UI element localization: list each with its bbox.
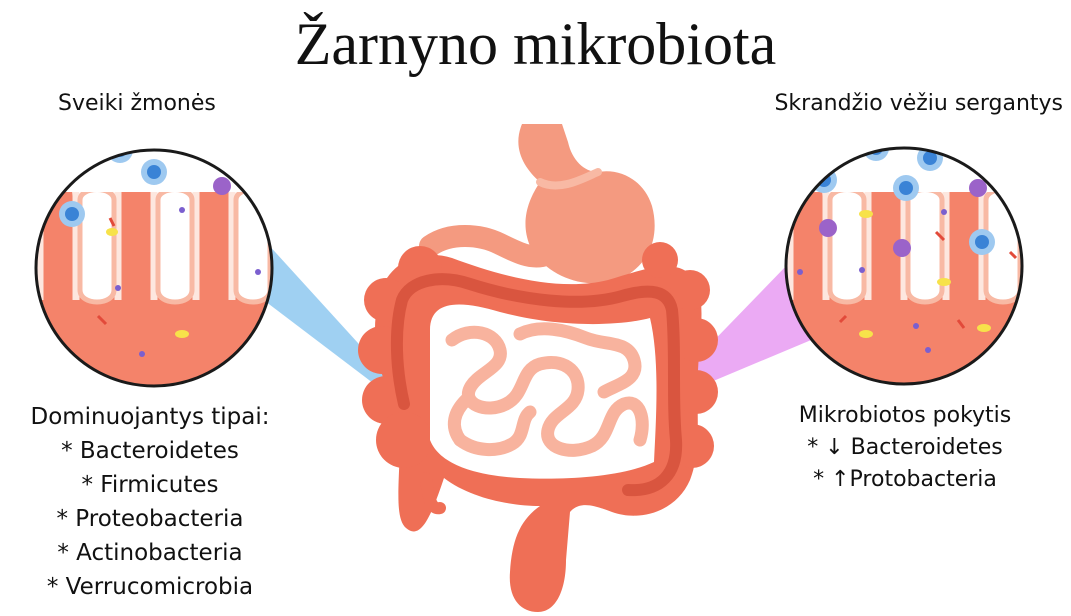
- list-item: * Verrucomicrobia: [0, 570, 300, 604]
- cancer-gut-magnifier: [780, 135, 1040, 410]
- list-item: * Proteobacteria: [0, 502, 300, 536]
- dominant-types-title: Dominuojantys tipai:: [0, 400, 300, 434]
- list-item: * Bacteroidetes: [0, 434, 300, 468]
- healthy-gut-magnifier: [30, 137, 296, 410]
- large-intestine: [358, 242, 718, 612]
- list-item: * Actinobacteria: [0, 536, 300, 570]
- microbiota-change-title: Mikrobiotos pokytis: [760, 400, 1050, 432]
- list-item: * ↓ Bacteroidetes: [760, 432, 1050, 464]
- list-item: * ↑Protobacteria: [760, 464, 1050, 496]
- stomach: [430, 124, 655, 283]
- list-item: * Firmicutes: [0, 468, 300, 502]
- microbiota-change-list: Mikrobiotos pokytis * ↓ Bacteroidetes * …: [760, 400, 1050, 496]
- dominant-types-list: Dominuojantys tipai: * Bacteroidetes * F…: [0, 400, 300, 604]
